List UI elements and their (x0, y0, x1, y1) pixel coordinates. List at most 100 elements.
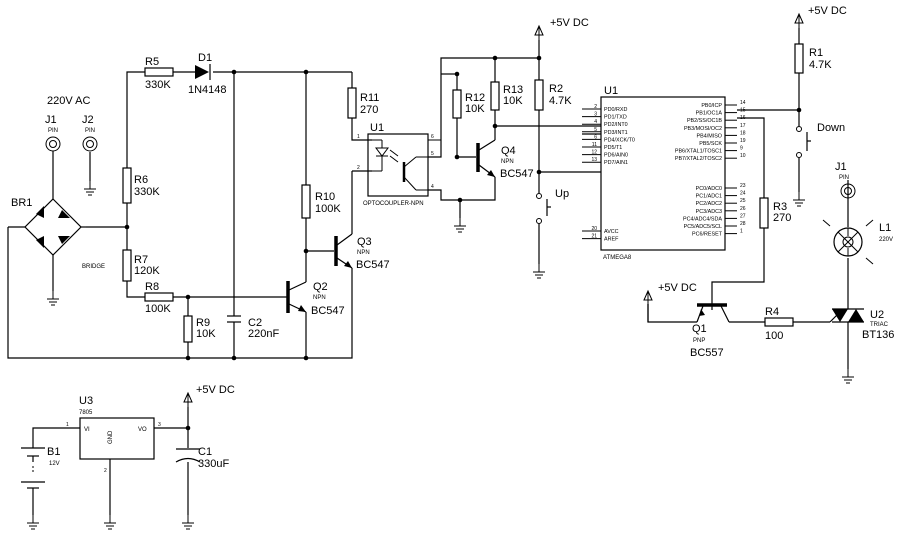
wires (7, 28, 849, 515)
mcu-pin-name: PB3/MOSI/OC2 (684, 126, 722, 132)
down-button-label: Down (817, 122, 845, 134)
lamp-ref: L1 (879, 222, 891, 234)
capacitor-c1 (175, 448, 201, 463)
mcu-pin-name: PD7/AIN1 (604, 160, 628, 166)
mcu-pin-number: 10 (740, 153, 746, 159)
mcu-pin-number: 21 (591, 234, 597, 240)
mcu-pin-number: 25 (740, 198, 746, 204)
u3-vi: VI (84, 427, 90, 433)
resistor-r10 (301, 184, 311, 219)
mcu-pin-name: AREF (604, 237, 619, 243)
regulator-u3 (79, 417, 155, 460)
mcu-pin-number: 4 (594, 119, 597, 125)
mcu-pin-name: PB0/ICP (701, 103, 722, 109)
j1-ref: J1 (45, 114, 57, 126)
mcu-pin-number: 19 (740, 138, 746, 144)
resistor-r2 (534, 79, 544, 111)
r2-value: 4.7K (549, 95, 572, 107)
r10-ref: R10 (315, 191, 335, 203)
mcu-pin-number: 5 (594, 127, 597, 133)
q4-ref: Q4 (501, 145, 516, 157)
q1-ref: Q1 (692, 323, 707, 335)
resistor-r5 (144, 67, 174, 77)
u3-part: 7805 (79, 410, 93, 416)
r3-ref: R3 (773, 201, 787, 213)
u3-vo: VO (138, 427, 147, 433)
mains-connector-j2 (82, 136, 98, 152)
mcu-pin-number: 18 (740, 130, 746, 136)
r6-ref: R6 (134, 174, 148, 186)
r13-ref: R13 (503, 84, 523, 96)
lamp-j1-ref: J1 (835, 161, 847, 173)
r8-ref: R8 (145, 281, 159, 293)
d1-ref: D1 (198, 52, 212, 64)
c1-ref: C1 (198, 446, 212, 458)
resistor-r6 (122, 167, 132, 204)
q1-type: PNP (693, 338, 705, 344)
mcu-ref: U1 (604, 85, 618, 97)
mcu-pin-number: 2 (594, 104, 597, 110)
mcu-pin-number: 27 (740, 213, 746, 219)
mcu-pin-number: 9 (740, 146, 743, 152)
q2-value: BC547 (311, 305, 345, 317)
mcu-name: ATMEGA8 (603, 255, 632, 261)
q1-value: BC557 (690, 347, 724, 359)
q3-ref: Q3 (357, 236, 372, 248)
mains-connector-j1 (45, 136, 61, 152)
mcu-pin-name: PD0/RXD (604, 107, 627, 113)
mcu-pin-number: 23 (740, 183, 746, 189)
mcu-pin-number: 24 (740, 191, 746, 197)
mcu-pin-name: PC6/RESET (692, 232, 723, 238)
r5-ref: R5 (145, 56, 159, 68)
j2-ref: J2 (82, 114, 94, 126)
mcu-pin-name: PC2/ADC2 (696, 201, 722, 207)
u3-pin-3: 3 (158, 422, 161, 428)
mcu-pin-name: PB4/MISO (697, 133, 722, 139)
opto-pin-1: 1 (357, 134, 360, 140)
q3-type: NPN (357, 250, 370, 256)
mcu-pin-name: PB7/XTAL2/TOSC2 (675, 156, 722, 162)
opto-pin-4: 4 (431, 184, 434, 190)
r9-value: 10K (196, 328, 216, 340)
r1-ref: R1 (809, 47, 823, 59)
opto-name: OPTOCOUPLER-NPN (363, 201, 424, 207)
mcu-pin-name: PD6/AIN0 (604, 153, 628, 159)
mcu-pin-name: PB5/SCK (699, 141, 722, 147)
j2-pin-label: PIN (85, 128, 95, 134)
mcu-pin-number: 28 (740, 221, 746, 227)
lamp-j1-pin: PIN (839, 175, 849, 181)
mcu-pin-name: PB2/SS/OC1B (687, 118, 722, 124)
q3-value: BC547 (356, 259, 390, 271)
mcu-pin-number: 17 (740, 123, 746, 129)
vcc-label-r1: +5V DC (808, 5, 847, 17)
resistor-r1 (794, 43, 804, 74)
lamp-l1 (822, 219, 874, 265)
mcu-pin-number: 26 (740, 206, 746, 212)
r3-value: 270 (773, 212, 791, 224)
opto-pin-6: 6 (431, 134, 434, 140)
d1-value: 1N4148 (188, 84, 227, 96)
q4-type: NPN (501, 159, 514, 165)
r13-value: 10K (503, 95, 523, 107)
mcu-pin-number: 3 (594, 112, 597, 118)
mcu-pin-number: 15 (740, 108, 746, 114)
mcu-pin-name: PD2/INT0 (604, 122, 628, 128)
diode-d1 (195, 64, 211, 80)
q2-type: NPN (313, 295, 326, 301)
mcu-pin-number: 11 (592, 142, 597, 148)
mains-label: 220V AC (47, 95, 90, 107)
transistor-q4 (476, 139, 496, 178)
r11-value: 270 (360, 104, 378, 116)
resistor-r13 (490, 81, 500, 111)
mcu-pin-name: PC3/ADC3 (696, 209, 722, 215)
mcu-pin-name: PD3/INT1 (604, 130, 628, 136)
r11-ref: R11 (360, 92, 379, 104)
mcu-pin-name: AVCC (604, 229, 619, 235)
bridge-name: BRIDGE (82, 264, 105, 270)
mcu-pin-number: 14 (740, 100, 746, 106)
b1-ref: B1 (47, 446, 60, 458)
u3-ref: U3 (79, 395, 93, 407)
r6-value: 330K (134, 186, 160, 198)
vcc-label-q1: +5V DC (658, 282, 697, 294)
